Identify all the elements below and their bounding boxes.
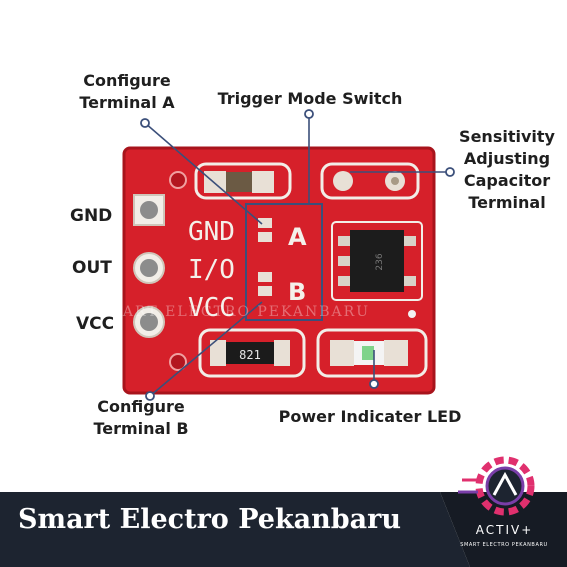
label-configure-a-line2: Terminal A xyxy=(79,93,175,112)
label-sensitivity-line4: Terminal xyxy=(468,193,546,212)
pcb-board xyxy=(122,146,436,395)
pin-label-gnd: GND xyxy=(70,206,113,226)
label-trigger-mode-switch: Trigger Mode Switch xyxy=(217,89,403,108)
label-configure-b-line2: Terminal B xyxy=(93,419,189,438)
callout-lines xyxy=(144,114,450,397)
sensitivity-pads xyxy=(320,162,420,200)
silk-a: A xyxy=(288,223,307,251)
label-power-indicator-led: Power Indicater LED xyxy=(278,407,462,426)
silk-gnd: GND xyxy=(188,217,235,247)
power-led xyxy=(316,328,428,378)
pin-label-out: OUT xyxy=(72,258,112,278)
banner-background xyxy=(0,492,470,567)
header-pins xyxy=(133,194,165,338)
callout-dots xyxy=(140,109,455,401)
jumper-pads xyxy=(258,218,272,296)
chip-code: 236 xyxy=(375,253,385,270)
banner-right xyxy=(440,492,567,567)
brand-name: ACTIV+ xyxy=(475,523,534,537)
watermark: SMART ELECTRO PEKANBARU xyxy=(95,304,371,320)
banner-title: Smart Electro Pekanbaru xyxy=(18,504,402,535)
label-configure-terminal-a: Configure Terminal A xyxy=(72,70,182,114)
label-configure-a-line1: Configure xyxy=(83,71,171,90)
silkscreen: GND I/O VCC A B xyxy=(188,217,307,323)
label-sensitivity-line1: Sensitivity xyxy=(459,127,555,146)
resistor: 821 xyxy=(198,328,306,378)
trigger-switch-frame xyxy=(245,203,323,321)
brand-tagline: SMART ELECTRO PEKANBARU xyxy=(460,542,548,548)
silk-vcc: VCC xyxy=(188,293,235,323)
pin-label-vcc: VCC xyxy=(76,314,115,334)
activ-logo-icon xyxy=(458,456,535,516)
ic-chip: 236 xyxy=(331,221,423,301)
label-configure-b-line1: Configure xyxy=(97,397,185,416)
label-sensitivity-line2: Adjusting xyxy=(463,149,551,168)
resistor-code: 821 xyxy=(239,348,261,362)
label-sensitivity-line3: Capacitor xyxy=(463,171,551,190)
label-sensitivity-capacitor: Sensitivity Adjusting Capacitor Terminal xyxy=(452,126,562,214)
silk-b: B xyxy=(288,278,306,306)
label-configure-terminal-b: Configure Terminal B xyxy=(86,396,196,440)
silk-io: I/O xyxy=(188,255,235,285)
